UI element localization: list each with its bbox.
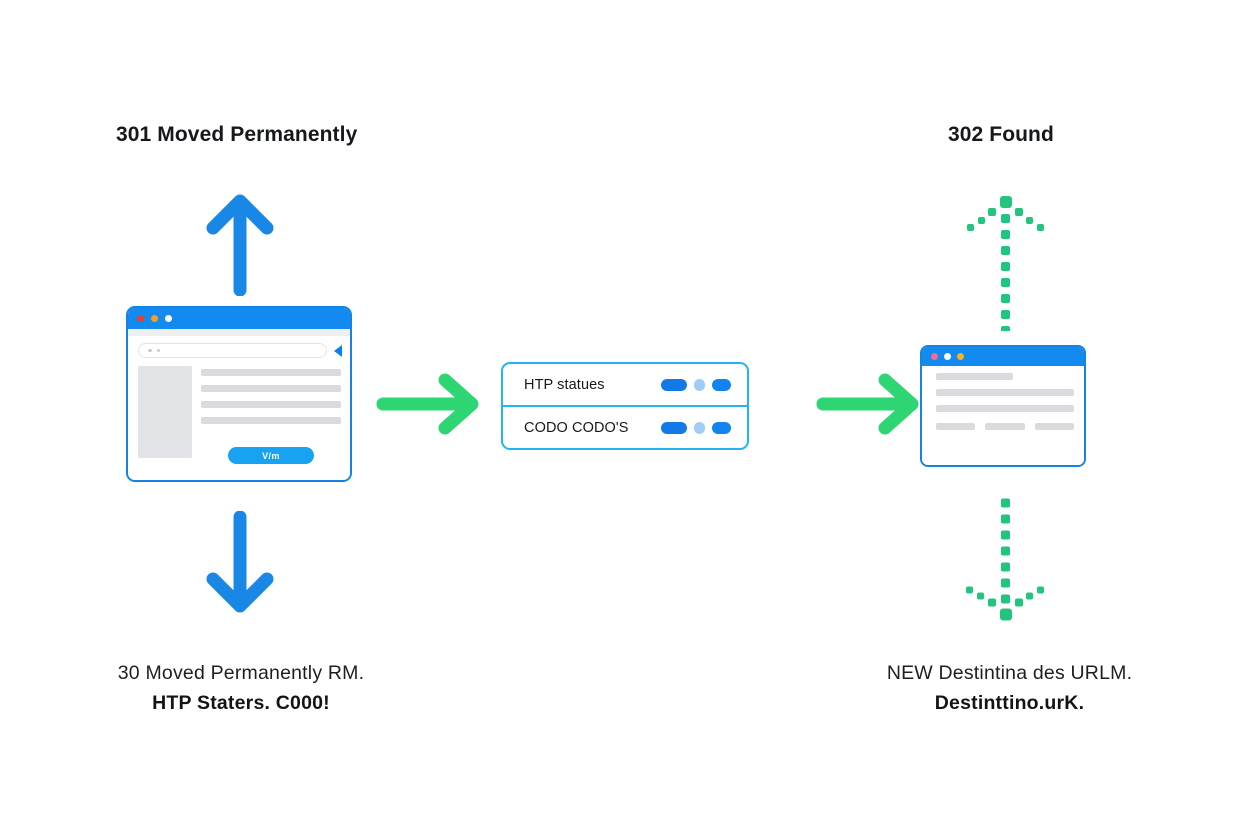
caption-right-line-2: Destinttino.urK. (934, 692, 1085, 714)
caption-left: 30 Moved Permanently RM. HTP Staters. C0… (96, 662, 386, 715)
cta-button[interactable]: V/m (228, 447, 314, 464)
server-row[interactable]: HTP statues (503, 364, 747, 405)
caption-right: NEW Destintina des URLM. Destinttino.urK… (872, 662, 1147, 715)
indicator-medium-icon (712, 378, 731, 391)
indicator-small-icon (694, 378, 705, 391)
minimize-dot-icon[interactable] (944, 353, 951, 360)
content-text-lines: V/m (201, 366, 341, 464)
content-line (936, 389, 1074, 396)
content-line (201, 385, 341, 392)
url-dot-icon-1 (148, 348, 152, 353)
footer-block (985, 423, 1025, 430)
server-row-label: CODO CODO'S (524, 419, 629, 436)
footer-block (936, 423, 976, 430)
maximize-dot-icon[interactable] (165, 315, 172, 322)
heading-302-found: 302 Found (948, 123, 1054, 146)
content-line (201, 369, 341, 376)
browser-toolbar-strip (128, 329, 350, 336)
content-line (201, 401, 341, 408)
browser-titlebar (128, 308, 350, 329)
cta-row: V/m (201, 447, 341, 464)
play-triangle-icon[interactable] (334, 344, 342, 357)
maximize-dot-icon[interactable] (957, 353, 964, 360)
origin-browser-window[interactable]: V/m (126, 306, 352, 482)
browser-url-row (128, 336, 350, 358)
url-input[interactable] (138, 343, 327, 358)
caption-right-line-1: NEW Destintina des URLM. (886, 662, 1133, 684)
footer-block (1034, 423, 1074, 430)
heading-301-moved-permanently: 301 Moved Permanently (116, 123, 358, 146)
content-image-placeholder (138, 366, 192, 458)
indicator-small-icon (694, 421, 705, 434)
green-right-arrow-icon-2 (816, 373, 919, 435)
green-dotted-down-arrow-icon (966, 498, 1044, 621)
browser-titlebar (922, 347, 1084, 366)
blue-down-arrow-icon (206, 511, 274, 613)
minimize-dot-icon[interactable] (151, 315, 158, 322)
server-row-indicators (661, 421, 731, 434)
server-row-indicators (661, 378, 731, 391)
close-dot-icon[interactable] (931, 353, 938, 360)
blue-up-arrow-icon (206, 194, 274, 296)
url-dot-icon-2 (156, 348, 160, 353)
content-footer-blocks (936, 423, 1074, 430)
caption-left-line-2: HTP Staters. C000! (152, 692, 330, 714)
green-dotted-up-arrow-icon (967, 196, 1044, 331)
browser-content-area: V/m (128, 358, 350, 464)
close-dot-icon[interactable] (137, 315, 144, 322)
destination-browser-window[interactable] (920, 345, 1086, 467)
browser-content-area (936, 373, 1074, 430)
browser-body: V/m (128, 329, 350, 480)
browser-body (922, 373, 1084, 465)
content-line (201, 417, 341, 424)
content-line (936, 405, 1074, 412)
server-status-panel: HTP statues CODO CODO'S (501, 362, 749, 450)
indicator-large-icon (661, 421, 687, 434)
server-row[interactable]: CODO CODO'S (503, 405, 747, 448)
green-right-arrow-icon-1 (376, 373, 479, 435)
indicator-medium-icon (712, 421, 731, 434)
content-line (936, 373, 1014, 380)
indicator-large-icon (661, 378, 687, 391)
server-row-label: HTP statues (524, 376, 605, 393)
caption-left-line-1: 30 Moved Permanently RM. (117, 662, 365, 684)
